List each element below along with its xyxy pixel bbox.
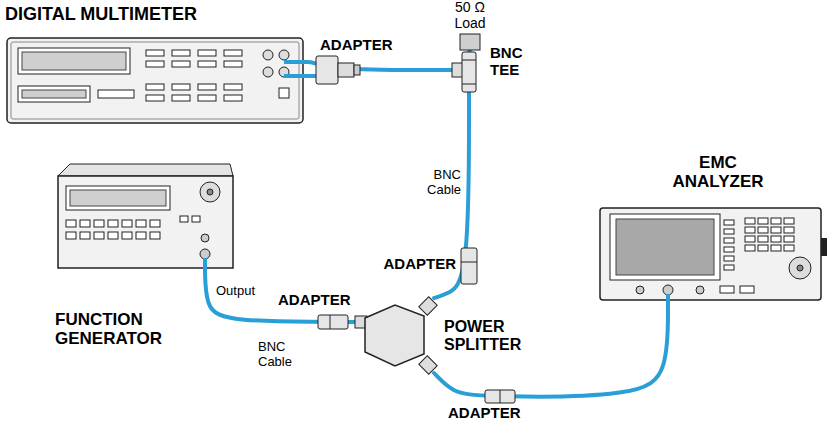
button-symbol <box>198 50 216 56</box>
button-symbol <box>94 220 104 227</box>
label-holder: EMC ANALYZER <box>673 153 764 191</box>
button-symbol <box>172 84 190 90</box>
button-symbol <box>146 84 164 90</box>
load: 50 Ω Load <box>460 34 480 50</box>
button-symbol <box>80 220 90 227</box>
part-name: ADAPTER <box>383 256 456 273</box>
button-symbol <box>724 247 734 252</box>
power-splitter: POWER SPLITTER <box>355 298 440 373</box>
button-symbol <box>146 50 164 56</box>
adapter-figure <box>461 248 477 284</box>
part-name: ADAPTER <box>448 405 521 422</box>
button-symbol <box>150 220 160 227</box>
button-symbol <box>146 95 164 101</box>
cable-name: BNC Cable <box>427 168 461 197</box>
button-symbol <box>172 50 190 56</box>
cable-name: BNC Cable <box>258 340 292 369</box>
button-symbol <box>66 220 76 227</box>
label-holder: DIGITAL MULTIMETER <box>5 4 197 24</box>
button-symbol <box>108 220 118 227</box>
equipment-label: 50 Ω Load <box>447 0 493 31</box>
port-name: Output <box>216 284 255 299</box>
label-holder: ADAPTER <box>448 405 521 422</box>
function-generator-figure <box>58 164 233 271</box>
bnc-cable <box>434 302 668 397</box>
load-figure <box>460 34 480 50</box>
label-holder: BNC TEE <box>490 45 523 79</box>
digital-multimeter: DIGITAL MULTIMETER <box>5 35 305 125</box>
label-holder: Output <box>216 284 255 299</box>
button-symbol <box>198 61 216 67</box>
button-symbol <box>136 220 146 227</box>
button-symbol <box>146 61 164 67</box>
button-symbol <box>724 238 734 243</box>
bnc-cable <box>205 270 355 322</box>
equipment-label: DIGITAL MULTIMETER <box>5 4 197 24</box>
button-symbol <box>122 220 132 227</box>
button-symbol <box>771 245 781 251</box>
button-symbol <box>724 256 734 261</box>
button-symbol <box>66 232 76 239</box>
adapter-figure <box>316 56 360 84</box>
button-symbol <box>80 232 90 239</box>
button-symbol <box>94 232 104 239</box>
emc-analyzer: EMC ANALYZER <box>598 205 823 302</box>
button-symbol <box>224 84 242 90</box>
button-symbol <box>224 61 242 67</box>
button-symbol <box>745 236 755 242</box>
adapter-figure <box>485 390 515 403</box>
equipment-label: POWER SPLITTER <box>444 318 521 354</box>
button-symbol <box>136 232 146 239</box>
part-name: ADAPTER <box>278 292 351 309</box>
button-symbol <box>224 95 242 101</box>
equipment-label: EMC ANALYZER <box>673 153 764 191</box>
button-symbol <box>758 236 768 242</box>
label-holder: ADAPTER <box>383 256 456 273</box>
emc-analyzer-figure <box>600 208 827 303</box>
button-symbol <box>198 95 216 101</box>
button-symbol <box>724 265 734 270</box>
button-symbol <box>108 232 118 239</box>
button-symbol <box>784 227 794 233</box>
button-symbol <box>758 227 768 233</box>
multimeter-figure <box>7 38 318 123</box>
equipment-label: BNC TEE <box>490 45 523 79</box>
button-symbol <box>784 218 794 224</box>
button-symbol <box>784 236 794 242</box>
button-symbol <box>172 61 190 67</box>
button-symbol <box>745 245 755 251</box>
label-holder: BNC Cable <box>427 168 461 197</box>
button-symbol <box>198 84 216 90</box>
bnc-tee: BNC TEE <box>455 52 483 92</box>
label-holder: BNC Cable <box>258 340 292 369</box>
button-symbol <box>172 95 190 101</box>
button-symbol <box>758 245 768 251</box>
label-holder: ADAPTER <box>278 292 351 309</box>
button-symbol <box>745 227 755 233</box>
label-holder: FUNCTION GENERATOR <box>55 310 162 348</box>
adapter-figure <box>318 315 348 329</box>
button-symbol <box>122 232 132 239</box>
button-symbol <box>724 220 734 225</box>
button-symbol <box>771 227 781 233</box>
function-generator: FUNCTION GENERATOR <box>55 160 235 270</box>
label-holder: 50 Ω Load <box>447 0 493 31</box>
button-symbol <box>784 245 794 251</box>
power-splitter-figure <box>355 297 437 374</box>
label-holder: POWER SPLITTER <box>444 318 521 354</box>
button-symbol <box>745 218 755 224</box>
button-symbol <box>724 229 734 234</box>
button-symbol <box>150 232 160 239</box>
button-symbol <box>771 236 781 242</box>
button-symbol <box>224 50 242 56</box>
equipment-label: FUNCTION GENERATOR <box>55 310 162 348</box>
part-name: ADAPTER <box>320 37 393 54</box>
button-symbol <box>771 218 781 224</box>
button-symbol <box>758 218 768 224</box>
bnc-tee-figure <box>452 52 476 92</box>
label-holder: ADAPTER <box>320 37 393 54</box>
